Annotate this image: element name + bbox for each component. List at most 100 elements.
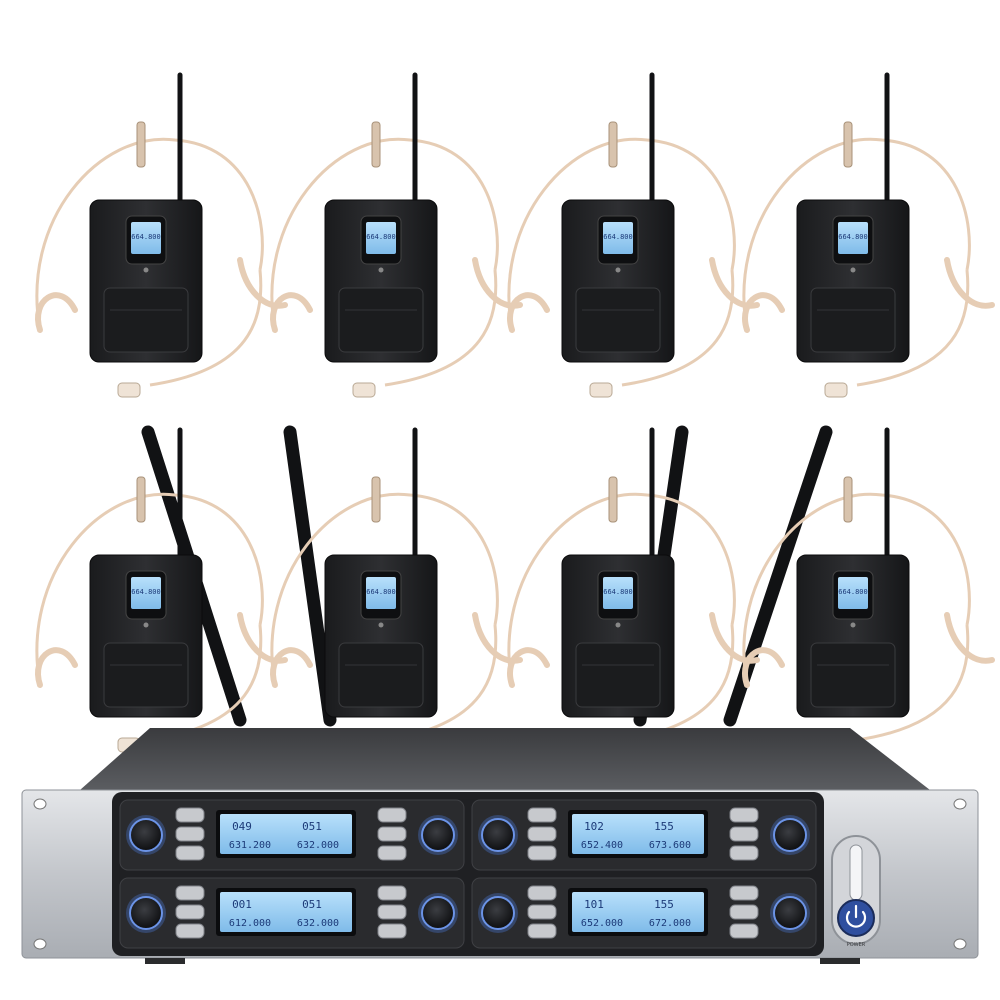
channel-button[interactable] bbox=[175, 885, 205, 901]
channel-button[interactable] bbox=[729, 885, 759, 901]
channel-button[interactable] bbox=[377, 826, 407, 842]
power-label: POWER bbox=[847, 942, 866, 948]
receiver-freq-b: 672.000 bbox=[649, 918, 691, 929]
transmitter-lcd-text: 664.800 bbox=[366, 233, 396, 241]
receiver-antennas bbox=[141, 425, 833, 727]
channel-button[interactable] bbox=[175, 807, 205, 823]
transmitter-lcd bbox=[366, 222, 396, 254]
bodypack-transmitter: 664.800 bbox=[35, 427, 288, 753]
volume-knob[interactable] bbox=[773, 896, 807, 930]
ear-hook bbox=[472, 612, 523, 664]
battery-door bbox=[338, 287, 424, 353]
channel-button[interactable] bbox=[729, 845, 759, 861]
volume-knob[interactable] bbox=[481, 818, 515, 852]
rack-ear-hole bbox=[953, 938, 967, 950]
rack-ear-hole bbox=[953, 798, 967, 810]
channel-button[interactable] bbox=[729, 807, 759, 823]
volume-knob[interactable] bbox=[421, 818, 455, 852]
ear-hook bbox=[35, 292, 78, 333]
channel-button[interactable] bbox=[527, 845, 557, 861]
transmitter-lcd bbox=[838, 577, 868, 609]
transmitter-lcd bbox=[131, 222, 161, 254]
headset-mic-capsule bbox=[352, 382, 376, 398]
receiver-freq-a: 652.000 bbox=[581, 918, 623, 929]
ear-hook bbox=[507, 292, 550, 333]
transmitter-lcd-text: 664.800 bbox=[603, 233, 633, 241]
bodypack-transmitter: 664.800 bbox=[35, 72, 288, 398]
headset-band bbox=[507, 492, 736, 686]
receiver-lcd bbox=[220, 814, 352, 854]
volume-knob[interactable] bbox=[773, 818, 807, 852]
headset-band bbox=[270, 137, 499, 331]
receiver-lcd bbox=[572, 892, 704, 932]
transmitter-lcd bbox=[603, 577, 633, 609]
receiver-top-chassis bbox=[80, 728, 930, 790]
receiver-freq-b: 632.000 bbox=[297, 918, 339, 929]
channel-button[interactable] bbox=[729, 826, 759, 842]
receiver-channel-a: 101 bbox=[584, 898, 604, 911]
rack-ear-hole bbox=[33, 938, 47, 950]
headset-band bbox=[270, 492, 499, 686]
volume-knob[interactable] bbox=[421, 896, 455, 930]
channel-button[interactable] bbox=[527, 807, 557, 823]
mic-connector bbox=[371, 476, 381, 523]
receiver-channel-a: 001 bbox=[232, 898, 252, 911]
receiver-channel-b: 155 bbox=[654, 898, 674, 911]
channel-button[interactable] bbox=[729, 923, 759, 939]
channel-button[interactable] bbox=[377, 807, 407, 823]
headset-mic-capsule bbox=[117, 382, 141, 398]
channel-button[interactable] bbox=[175, 923, 205, 939]
receiver-antenna bbox=[283, 425, 337, 727]
receiver-freq-b: 632.000 bbox=[297, 840, 339, 851]
channel-button[interactable] bbox=[527, 885, 557, 901]
transmitter-led bbox=[378, 267, 384, 273]
receiver-lcd bbox=[220, 892, 352, 932]
channel-button[interactable] bbox=[527, 826, 557, 842]
headset-band bbox=[507, 137, 736, 331]
volume-knob[interactable] bbox=[129, 818, 163, 852]
channel-button[interactable] bbox=[175, 845, 205, 861]
headset-boom bbox=[384, 269, 498, 387]
headset-boom bbox=[621, 269, 735, 387]
receiver-freq-a: 612.000 bbox=[229, 918, 271, 929]
ear-hook bbox=[944, 612, 995, 664]
receiver-channel-b: 051 bbox=[302, 820, 322, 833]
transmitter-lcd-text: 664.800 bbox=[838, 233, 868, 241]
ear-hook bbox=[237, 257, 288, 309]
channel-button[interactable] bbox=[377, 845, 407, 861]
ear-hook bbox=[709, 257, 760, 309]
channel-button[interactable] bbox=[175, 826, 205, 842]
mic-connector bbox=[608, 476, 618, 523]
mic-connector bbox=[371, 121, 381, 168]
headset-boom bbox=[856, 269, 970, 387]
transmitter-led bbox=[850, 267, 856, 273]
channel-button[interactable] bbox=[377, 904, 407, 920]
receiver-freq-b: 673.600 bbox=[649, 840, 691, 851]
channel-button[interactable] bbox=[527, 904, 557, 920]
receiver-channel-a: 049 bbox=[232, 820, 252, 833]
volume-knob[interactable] bbox=[129, 896, 163, 930]
channel-button[interactable] bbox=[527, 923, 557, 939]
transmitter-lcd bbox=[838, 222, 868, 254]
transmitter-lcd-text: 664.800 bbox=[838, 588, 868, 596]
ear-hook bbox=[709, 612, 760, 664]
receiver-channel-b: 155 bbox=[654, 820, 674, 833]
battery-door bbox=[338, 642, 424, 708]
channel-button[interactable] bbox=[175, 904, 205, 920]
ear-hook bbox=[507, 647, 550, 688]
channel-button[interactable] bbox=[377, 885, 407, 901]
channel-button[interactable] bbox=[729, 904, 759, 920]
transmitter-led bbox=[850, 622, 856, 628]
volume-knob[interactable] bbox=[481, 896, 515, 930]
transmitter-lcd-text: 664.800 bbox=[603, 588, 633, 596]
channel-button[interactable] bbox=[377, 923, 407, 939]
transmitter-led bbox=[615, 622, 621, 628]
mic-connector bbox=[843, 121, 853, 168]
ear-hook bbox=[270, 647, 313, 688]
transmitter-led bbox=[615, 267, 621, 273]
receiver-freq-a: 631.200 bbox=[229, 840, 271, 851]
